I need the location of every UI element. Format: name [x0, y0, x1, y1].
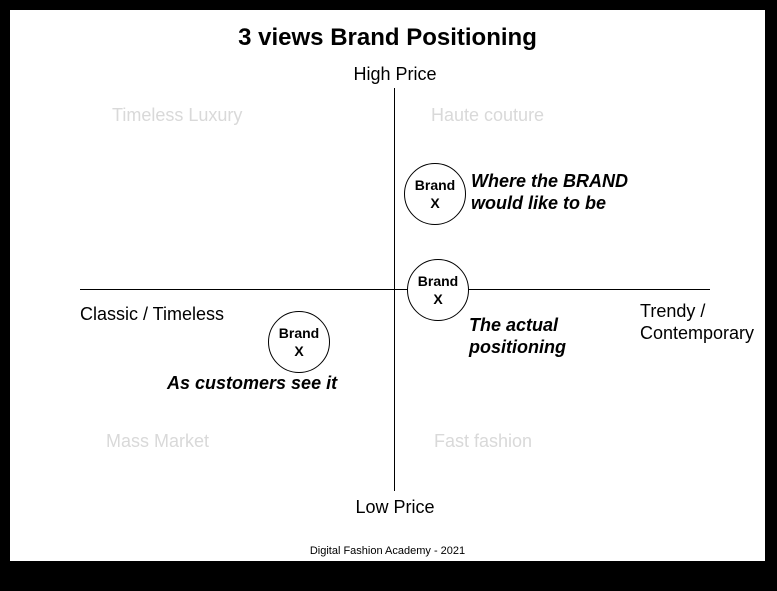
quadrant-label-haute-couture: Haute couture [431, 105, 545, 125]
vertical-axis-line [394, 88, 395, 491]
note-desired-line1: Where the BRAND [471, 171, 629, 191]
note-customer-view: As customers see it [167, 373, 338, 393]
axis-label-classic-timeless: Classic / Timeless [80, 304, 225, 324]
quadrant-label-mass-market: Mass Market [106, 431, 210, 451]
note-actual-line2: positioning [469, 337, 566, 357]
brand-circle-letter: X [433, 291, 443, 307]
brand-circle-letter: X [430, 195, 440, 211]
axis-label-trendy: Trendy / [640, 301, 706, 321]
brand-circle-desired: Brand X [404, 163, 466, 225]
brand-circle-label: Brand [417, 273, 459, 289]
axis-label-low-price: Low Price [355, 497, 435, 517]
note-actual-position: The actual positioning [469, 314, 566, 358]
brand-circle-customers: Brand X [268, 311, 330, 373]
brand-circle-actual: Brand X [407, 259, 469, 321]
note-desired-line2: would like to be [471, 193, 607, 213]
slide: 3 views Brand Positioning High Price Low… [10, 10, 765, 561]
horizontal-axis-line [80, 289, 710, 290]
quadrant-label-timeless-luxury: Timeless Luxury [112, 105, 243, 125]
note-actual-line1: The actual [469, 315, 559, 335]
footer-credit: Digital Fashion Academy - 2021 [309, 545, 466, 557]
axis-label-high-price: High Price [353, 64, 437, 84]
axis-label-contemporary: Contemporary [640, 323, 755, 343]
brand-circle-label: Brand [278, 325, 320, 341]
diagram-title: 3 views Brand Positioning [238, 24, 537, 51]
quadrant-label-fast-fashion: Fast fashion [434, 431, 533, 451]
brand-circle-label: Brand [414, 177, 456, 193]
brand-circle-letter: X [294, 343, 304, 359]
note-desired-position: Where the BRAND would like to be [471, 170, 628, 214]
axis-label-trendy-contemporary: Trendy / Contemporary [640, 300, 754, 344]
